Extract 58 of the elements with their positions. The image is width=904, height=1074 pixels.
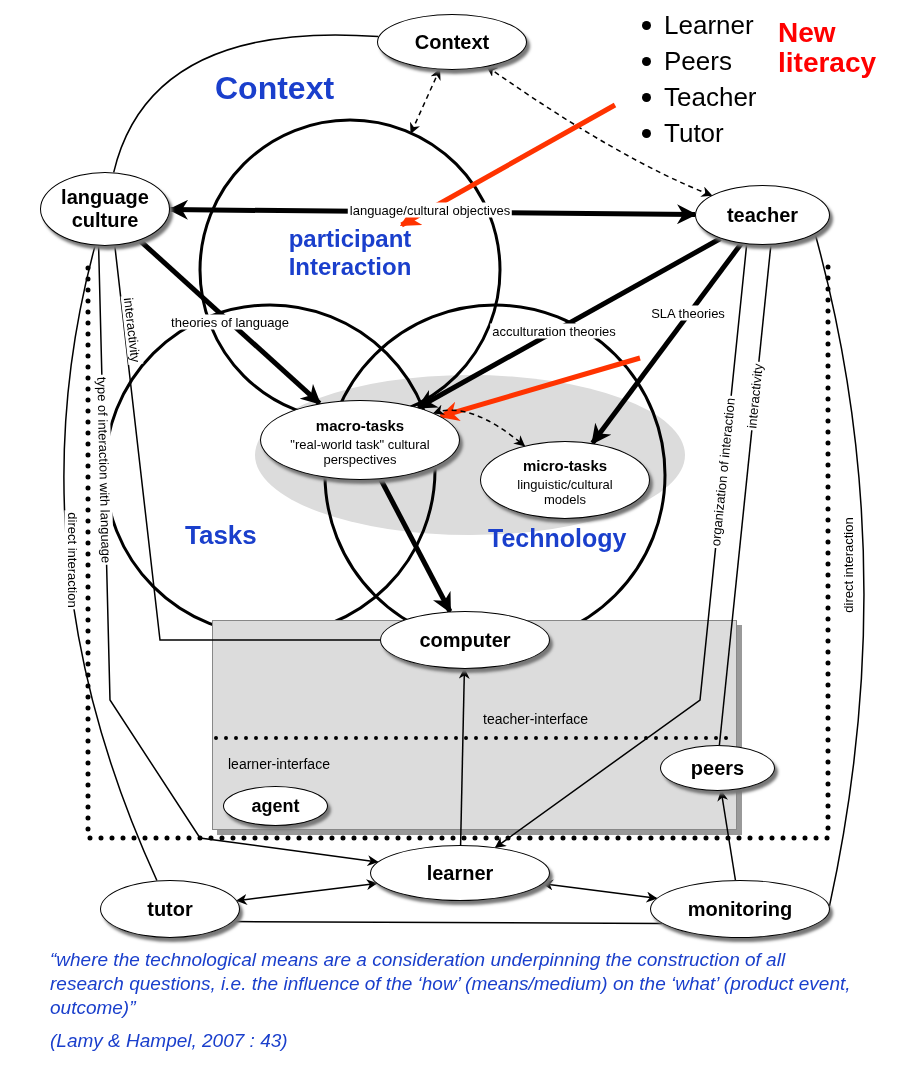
node-title: language culture [60, 186, 150, 232]
citation: (Lamy & Hampel, 2007 : 43) [50, 1030, 288, 1052]
connector-line [814, 233, 865, 907]
interface-label: teacher-interface [483, 711, 589, 727]
edge-label: direct interaction [64, 510, 80, 610]
connector-line [112, 34, 380, 174]
edge-label: interactivity [744, 360, 766, 432]
oval-node [370, 845, 550, 901]
oval-node [223, 786, 328, 826]
oval-node [377, 14, 527, 70]
arrow [590, 242, 744, 445]
bullet-item: Peers [640, 46, 732, 76]
arrow [378, 477, 453, 614]
arrow [410, 68, 441, 134]
connector-line [232, 920, 663, 925]
arrow [438, 355, 641, 421]
arrow [416, 236, 722, 410]
arrow [137, 238, 322, 406]
oval-node [650, 880, 830, 938]
connector-line [114, 244, 381, 641]
edge-label: SLA theories [649, 305, 727, 321]
region-label: Technology [488, 524, 627, 553]
node-title: micro-tasks [522, 455, 608, 476]
node-subtitle: "real-world task" cultural perspectives [289, 436, 431, 467]
section-label: Context [215, 70, 335, 107]
edge-label: language/cultural objectives [347, 202, 513, 218]
arrow [717, 789, 737, 881]
node-subtitle: linguistic/cultural models [516, 476, 614, 507]
edge-label: acculturation theories [490, 323, 618, 339]
node-title: Context [414, 30, 490, 54]
node-title: agent [251, 794, 300, 818]
edge-label: theories of language [169, 314, 291, 330]
region-label: Tasks [185, 520, 257, 551]
oval-node [100, 880, 240, 938]
node-title: teacher [726, 203, 799, 227]
oval-node [660, 745, 775, 791]
bullet-item: Teacher [640, 82, 757, 112]
arrow [236, 879, 378, 905]
node-title: computer [419, 628, 511, 652]
quote-text: “where the technological means are a consideration underpinning the construction of all research questions, i.e. the influence of the ‘how’ (means/medium) on the ‘what’ (product event, outcome)” [50, 948, 852, 1020]
edge-label: type of interaction with language [94, 374, 114, 566]
node-title: macro-tasks [315, 415, 405, 436]
arrow [486, 65, 713, 197]
arrow [458, 667, 470, 846]
node-title: learner [426, 861, 494, 885]
interface-label: learner-interface [228, 756, 330, 772]
node-title: tutor [147, 897, 193, 921]
edge-label: interactivity [120, 294, 144, 366]
node-title: peers [690, 756, 745, 780]
arrow [432, 405, 526, 447]
node-title: monitoring [687, 897, 793, 921]
oval-node [695, 185, 830, 245]
arrow [399, 102, 617, 228]
highlight-label: New literacy [778, 18, 878, 78]
bullet-item: Learner [640, 10, 754, 40]
arrow [542, 879, 658, 903]
bullet-item: Tutor [640, 118, 724, 148]
region-label: participant Interaction [250, 225, 450, 283]
